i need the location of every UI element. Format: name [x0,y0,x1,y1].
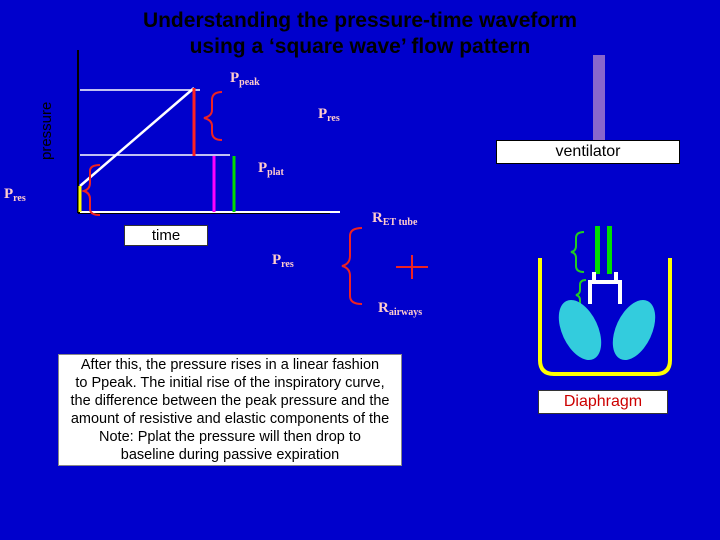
label-r-et-tube: RET tube [372,210,418,228]
chest-wall [538,258,672,376]
brace-res-left [80,164,101,216]
title-line-2: using a ‘square wave’ flow pattern [189,35,531,58]
pressure-waveform-rise [79,87,195,187]
note-line-5: Note: Pplat the pressure will then drop … [99,429,361,445]
ventilator-circuit [538,55,672,376]
ventilator-stem [593,55,605,140]
label-p-plat: Pplat [258,160,284,178]
label-p-res-mid: Pres [272,252,294,270]
x-axis-label: time [124,225,208,246]
label-r-airways: Rairways [378,300,423,318]
label-p-res-top: Pres [318,106,340,124]
note-line-3: the difference between the peak pressure… [70,393,390,409]
label-p-res-left: Pres [4,186,26,204]
note-line-4: amount of resistive and elastic componen… [70,411,390,427]
right-lung [612,300,656,360]
y-axis-label: pressure [38,101,55,160]
et-tube-left [595,226,600,274]
note-line-1: After this, the pressure rises in a line… [80,357,380,373]
bronchi [588,272,622,304]
brace-peak [203,91,223,141]
slide-title: Understanding the pressure-time waveform… [60,8,660,60]
note-line-6: baseline during passive expiration [120,447,340,463]
diaphragm-label: Diaphragm [538,390,668,414]
note-line-2: to Ppeak. The initial rise of the inspir… [75,375,385,391]
left-lung [558,300,602,360]
title-line-1: Understanding the pressure-time waveform [142,9,578,32]
ventilator-label: ventilator [496,140,680,164]
brace-tube [570,231,585,273]
label-p-peak: Ppeak [230,70,260,88]
explanation-note: After this, the pressure rises in a line… [58,354,402,466]
brace-res-mid [341,227,363,305]
et-tube-right [607,226,612,274]
